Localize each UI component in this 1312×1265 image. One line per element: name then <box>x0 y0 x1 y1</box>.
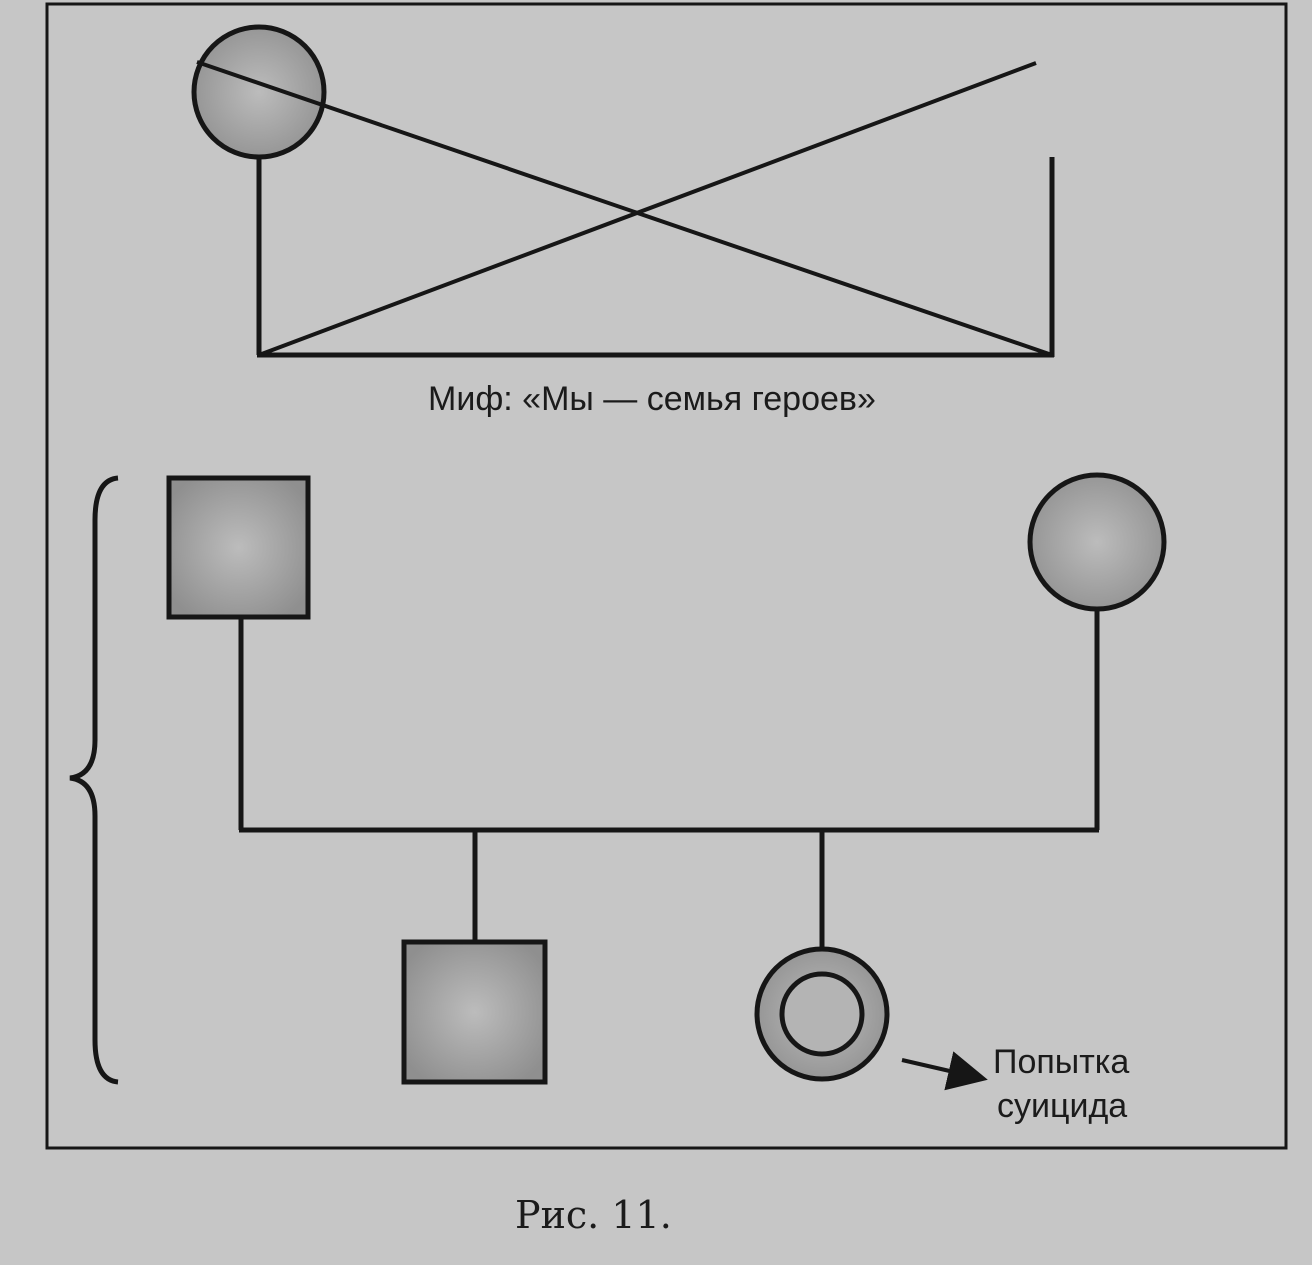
suicide-label-line1: Попытка <box>993 1043 1129 1081</box>
cross-line-1 <box>196 60 1053 357</box>
crossed-family <box>191 24 1055 358</box>
mother-circle <box>1027 472 1167 612</box>
son-square <box>401 939 548 1085</box>
generation-brace <box>69 475 119 1085</box>
father-square <box>166 475 311 620</box>
suicide-label-line2: суицида <box>997 1087 1127 1125</box>
figure-frame <box>45 2 1288 1150</box>
daughter-inner-circle <box>779 971 865 1057</box>
myth-label: Миф: «Мы — семья героев» <box>428 380 876 418</box>
cross-line-2 <box>258 61 1037 357</box>
figure-caption: Рис. 11. <box>515 1193 672 1237</box>
grandmother-circle <box>191 24 327 160</box>
suicide-arrow <box>901 1051 988 1091</box>
current-family <box>166 472 1167 1091</box>
